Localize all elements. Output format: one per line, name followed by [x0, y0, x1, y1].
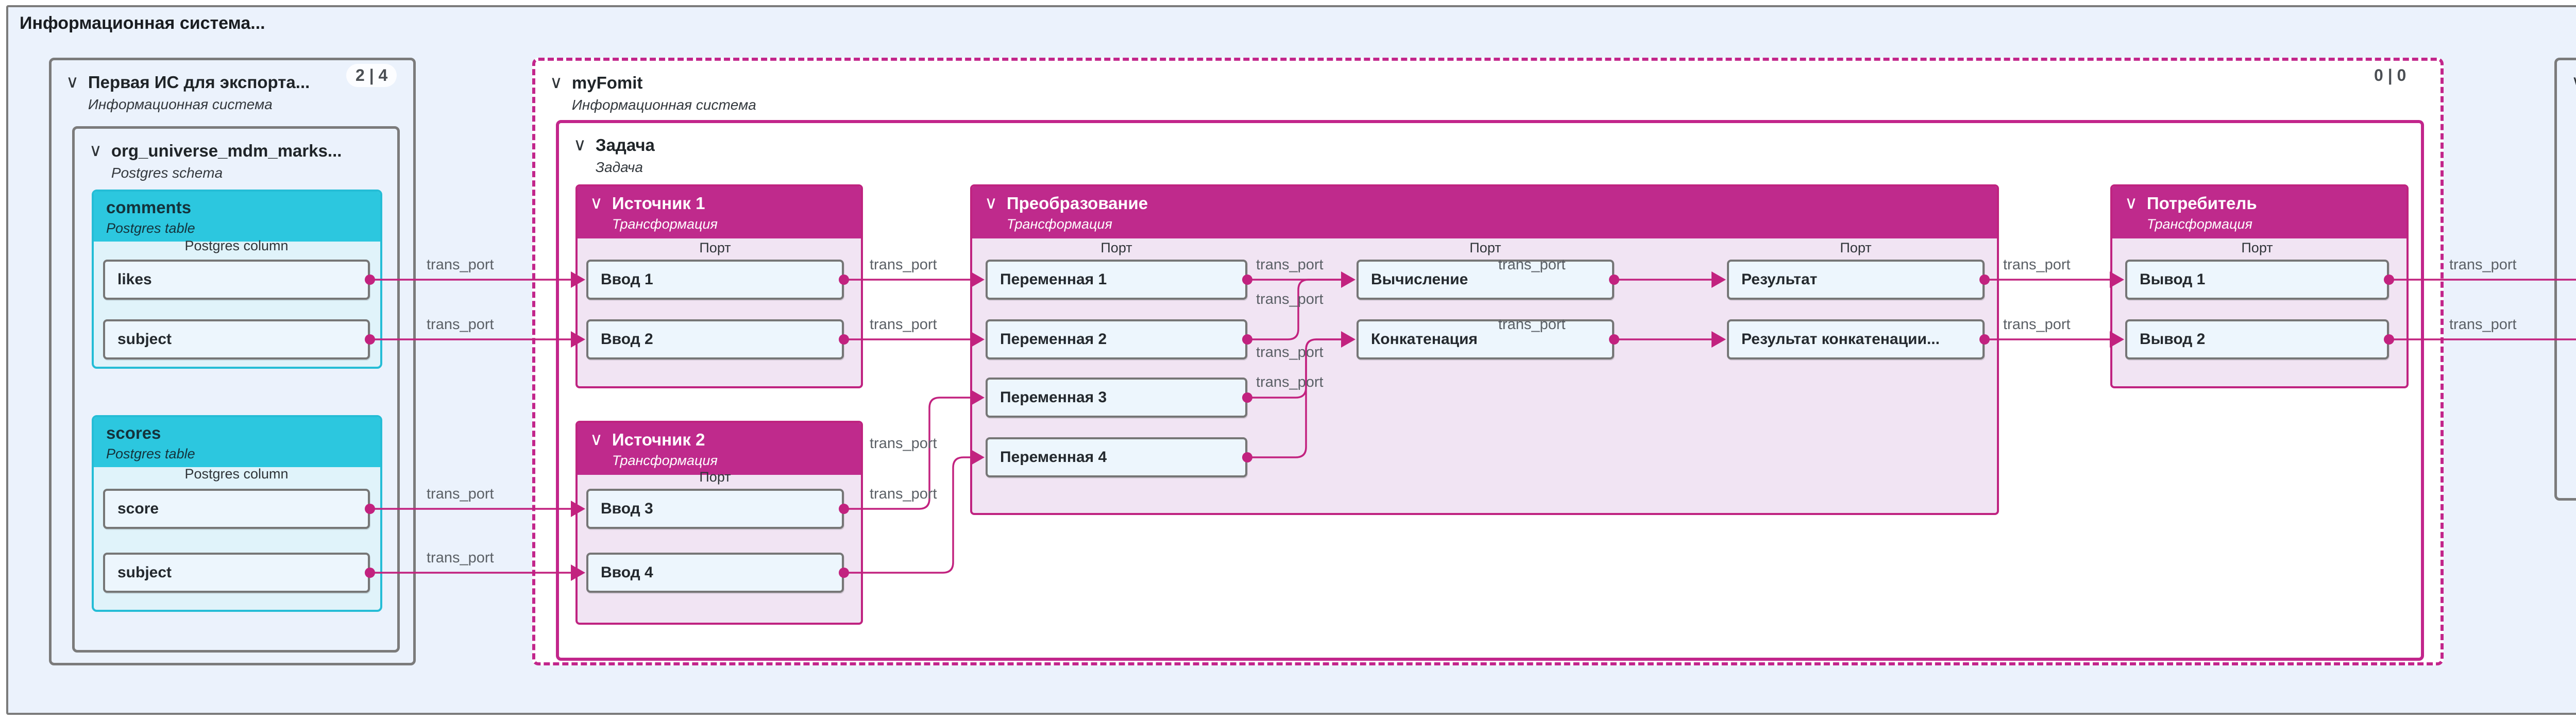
chevron-down-icon[interactable]: ∨ — [985, 193, 997, 213]
src1-port-label: Порт — [699, 240, 731, 255]
node-src2-subtitle: Трансформация — [612, 452, 718, 468]
chevron-down-icon[interactable]: ∨ — [590, 193, 603, 213]
node-zadacha-title: Задача — [595, 135, 655, 155]
field-vychislenie[interactable]: Вычисление — [1357, 260, 1614, 300]
node-comments-subtitle: Postgres table — [106, 220, 195, 236]
field-vvod4[interactable]: Ввод 4 — [586, 553, 844, 593]
node-local-test-is[interactable]: ∨ local_test_is Информационная система — [2554, 58, 2576, 501]
node-transform-subtitle: Трансформация — [1006, 216, 1112, 232]
chevron-down-icon[interactable]: ∨ — [573, 135, 586, 155]
node-src1-subtitle: Трансформация — [612, 216, 718, 232]
chevron-down-icon[interactable]: ∨ — [2125, 193, 2138, 213]
transform-port-label-in: Порт — [1100, 240, 1132, 255]
chevron-down-icon[interactable]: ∨ — [550, 73, 563, 92]
node-src1-title: Источник 1 — [612, 194, 705, 213]
field-vyvod2[interactable]: Вывод 2 — [2125, 319, 2389, 359]
field-peremennaya3[interactable]: Переменная 3 — [986, 378, 1247, 418]
node-zadacha-subtitle: Задача — [595, 159, 643, 175]
node-is1-badge: 2 | 4 — [346, 64, 397, 87]
node-myfomit-title: myFomit — [571, 73, 643, 92]
field-comments-subject[interactable]: subject — [103, 319, 370, 359]
edge-label: trans_port — [427, 316, 494, 333]
consumer-port-label: Порт — [2241, 240, 2273, 255]
node-consumer-title: Потребитель — [2146, 194, 2257, 213]
chevron-down-icon[interactable]: ∨ — [590, 430, 603, 449]
edge-label: trans_port — [1256, 344, 1324, 361]
field-vvod3[interactable]: Ввод 3 — [586, 489, 844, 529]
node-org-schema-subtitle: Postgres schema — [111, 164, 223, 181]
field-peremennaya1[interactable]: Переменная 1 — [986, 260, 1247, 300]
node-org-schema-title: org_universe_mdm_marks... — [111, 141, 342, 160]
field-scores-subject[interactable]: subject — [103, 553, 370, 593]
node-is1-title: Первая ИС для экспорта... — [88, 73, 310, 92]
field-rezultat-konkatenacii[interactable]: Результат конкатенации... — [1727, 319, 1985, 359]
node-is1-subtitle: Информационная система — [88, 96, 273, 112]
chevron-down-icon[interactable]: ∨ — [89, 141, 102, 160]
edge-label: trans_port — [427, 256, 494, 273]
field-peremennaya2[interactable]: Переменная 2 — [986, 319, 1247, 359]
root-title: Информационная система... — [20, 13, 265, 33]
edge-label: trans_port — [870, 316, 937, 333]
node-myfomit-badge: 0 | 0 — [2365, 64, 2416, 87]
field-score[interactable]: score — [103, 489, 370, 529]
edge-label: trans_port — [427, 486, 494, 502]
edge-label: trans_port — [1256, 374, 1324, 390]
edge-label: trans_port — [427, 550, 494, 566]
edge-label: trans_port — [2003, 316, 2071, 333]
transform-port-label-mid: Порт — [1469, 240, 1501, 255]
edge-label: trans_port — [1498, 316, 1566, 333]
edge-label: trans_port — [1256, 256, 1324, 273]
edge-label: trans_port — [870, 486, 937, 502]
field-vvod1[interactable]: Ввод 1 — [586, 260, 844, 300]
chevron-down-icon[interactable]: ∨ — [2571, 72, 2576, 92]
field-peremennaya4[interactable]: Переменная 4 — [986, 437, 1247, 477]
edge-label: trans_port — [2003, 256, 2071, 273]
edge-label: trans_port — [2449, 316, 2517, 333]
node-comments-title: comments — [106, 198, 192, 217]
field-vvod2[interactable]: Ввод 2 — [586, 319, 844, 359]
edge-label: trans_port — [1256, 291, 1324, 307]
node-scores-subtitle: Postgres table — [106, 445, 195, 461]
comments-column-label: Postgres column — [184, 238, 289, 253]
node-transform-title: Преобразование — [1006, 194, 1148, 213]
transform-port-label-out: Порт — [1840, 240, 1872, 255]
field-konkatenaciya[interactable]: Конкатенация — [1357, 319, 1614, 359]
src2-port-label: Порт — [699, 469, 731, 485]
node-myfomit-subtitle: Информационная система — [571, 96, 756, 113]
edge-label: trans_port — [1498, 256, 1566, 273]
field-likes[interactable]: likes — [103, 260, 370, 300]
node-consumer-subtitle: Трансформация — [2146, 216, 2252, 232]
field-vyvod1[interactable]: Вывод 1 — [2125, 260, 2389, 300]
edge-label: trans_port — [2449, 256, 2517, 273]
node-src2-title: Источник 2 — [612, 430, 705, 449]
edge-label: trans_port — [870, 256, 937, 273]
scores-column-label: Postgres column — [184, 466, 289, 482]
chevron-down-icon[interactable]: ∨ — [66, 72, 79, 92]
node-scores-title: scores — [106, 423, 161, 442]
field-rezultat[interactable]: Результат — [1727, 260, 1985, 300]
edge-label: trans_port — [870, 435, 937, 452]
